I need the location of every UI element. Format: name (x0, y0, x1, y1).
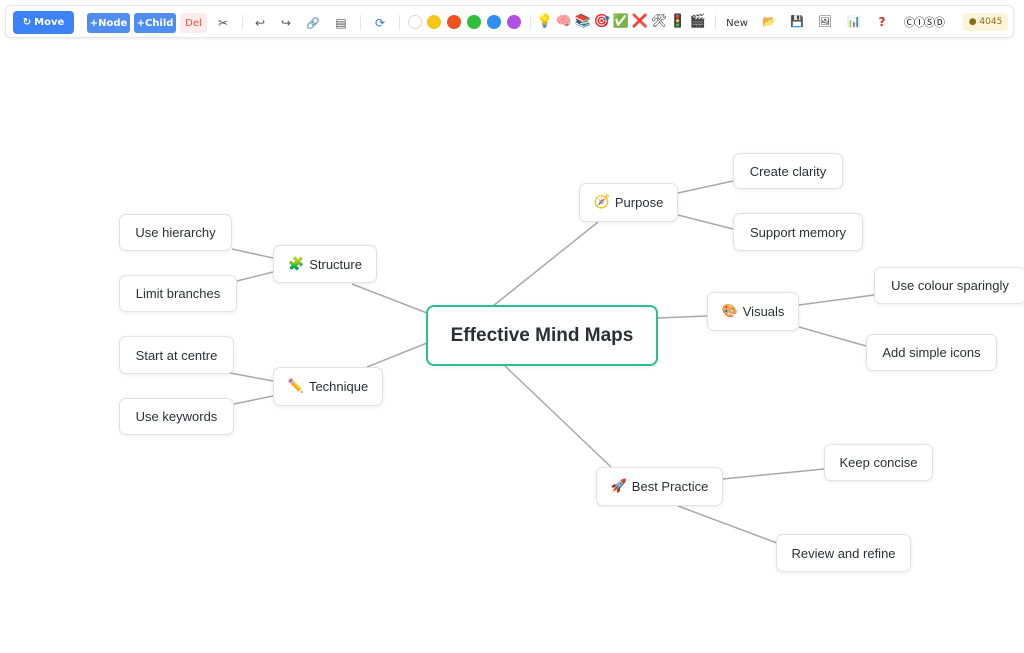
note-icon[interactable]: ▤ (335, 16, 347, 30)
save-icon[interactable]: 💾 (790, 15, 804, 28)
node-keep-concise[interactable]: Keep concise (824, 444, 933, 481)
edge-purpose-clarity (677, 180, 734, 194)
image-export-icon[interactable]: 🖼 (818, 15, 832, 28)
edge-technique-start (229, 372, 274, 382)
edge-root-purpose (492, 221, 599, 307)
delete-button[interactable]: Del (180, 13, 207, 33)
add-node-button[interactable]: +Node (87, 13, 130, 33)
color-swatch-yellow[interactable] (427, 15, 441, 29)
node-create-clarity[interactable]: Create clarity (733, 153, 843, 189)
node-use-keywords[interactable]: Use keywords (119, 398, 234, 435)
clapper-icon[interactable]: 🎬 (689, 14, 707, 29)
root-node[interactable]: Effective Mind Maps (426, 305, 658, 366)
undo-icon[interactable]: ↩ (254, 16, 266, 30)
compass-icon: 🧭 (593, 195, 610, 210)
help-icon[interactable]: ? (878, 15, 886, 29)
color-swatch-white[interactable] (408, 15, 422, 29)
color-swatch-blue[interactable] (487, 15, 501, 29)
node-use-hierarchy[interactable]: Use hierarchy (119, 214, 232, 251)
edge-best-concise (722, 468, 825, 480)
node-label: Best Practice (631, 479, 709, 494)
node-best-practice[interactable]: 🚀 Best Practice (596, 467, 723, 506)
node-support-memory[interactable]: Support memory (733, 213, 863, 251)
node-add-simple-icons[interactable]: Add simple icons (866, 334, 997, 371)
node-label: Purpose (614, 195, 664, 210)
move-icon: ↻ (22, 17, 32, 28)
node-start-at-centre[interactable]: Start at centre (119, 336, 234, 374)
edge-visuals-colour (798, 294, 875, 306)
brain-icon[interactable]: 🧠 (555, 14, 573, 29)
node-use-colour-sparingly[interactable]: Use colour sparingly (874, 267, 1024, 304)
node-structure[interactable]: 🧩 Structure (273, 245, 377, 283)
redo-icon[interactable]: ↪ (280, 16, 292, 30)
node-technique[interactable]: ✏️ Technique (273, 367, 383, 406)
move-label: Move (34, 17, 65, 28)
target-icon[interactable]: 🎯 (593, 14, 611, 29)
lightbulb-icon[interactable]: 💡 (536, 14, 554, 29)
node-limit-branches[interactable]: Limit branches (119, 275, 237, 312)
cross-icon[interactable]: ❌ (631, 14, 649, 29)
edge-structure-limit (236, 271, 274, 282)
edge-root-technique (366, 342, 428, 368)
edge-visuals-icons (798, 326, 867, 347)
license-badge[interactable]: ⒸⒾⓈⒹ (904, 16, 945, 29)
edge-best-review (677, 505, 778, 544)
open-icon[interactable]: 📂 (762, 15, 776, 28)
edge-root-structure (351, 283, 428, 314)
edge-root-bestpractice (504, 365, 612, 468)
node-visuals[interactable]: 🎨 Visuals (707, 292, 799, 331)
color-swatch-green[interactable] (467, 15, 481, 29)
edge-structure-hierarchy (231, 248, 274, 259)
toolbar-divider (242, 15, 243, 30)
toolbar-divider (530, 15, 531, 30)
move-button[interactable]: ↻ Move (13, 11, 74, 34)
edge-root-visuals (657, 315, 708, 319)
edge-purpose-memory (677, 214, 734, 230)
new-button[interactable]: New (726, 17, 748, 29)
scissors-icon[interactable]: ✂ (217, 16, 229, 30)
check-icon[interactable]: ✅ (612, 14, 630, 29)
node-purpose[interactable]: 🧭 Purpose (579, 183, 678, 222)
rocket-icon: 🚀 (610, 479, 627, 494)
color-swatch-purple[interactable] (507, 15, 521, 29)
link-icon[interactable]: 🔗 (306, 16, 320, 30)
traffic-light-icon[interactable]: 🚦 (669, 14, 687, 29)
node-label: Technique (308, 379, 369, 394)
refresh-icon[interactable]: ⟳ (374, 16, 386, 30)
pencil-icon: ✏️ (287, 379, 304, 394)
node-review-and-refine[interactable]: Review and refine (776, 534, 911, 572)
edge-technique-keywords (233, 395, 274, 405)
color-swatch-orange[interactable] (447, 15, 461, 29)
node-label: Structure (309, 256, 362, 272)
toolbar: ↻ Move +Node +Child Del ✂ ↩ ↪ 🔗 ▤ ⟳ 💡 🧠 … (5, 5, 1014, 38)
counter-badge: ● 4045 (963, 13, 1008, 31)
tools-icon[interactable]: 🛠 (650, 14, 668, 29)
toolbar-divider (360, 15, 361, 30)
chart-icon[interactable]: 📊 (847, 15, 861, 28)
toolbar-divider (399, 15, 400, 30)
toolbar-divider (715, 15, 716, 30)
puzzle-icon: 🧩 (288, 256, 305, 272)
books-icon[interactable]: 📚 (574, 14, 592, 29)
palette-icon: 🎨 (721, 304, 738, 319)
add-child-button[interactable]: +Child (134, 13, 176, 33)
node-label: Visuals (742, 304, 785, 319)
